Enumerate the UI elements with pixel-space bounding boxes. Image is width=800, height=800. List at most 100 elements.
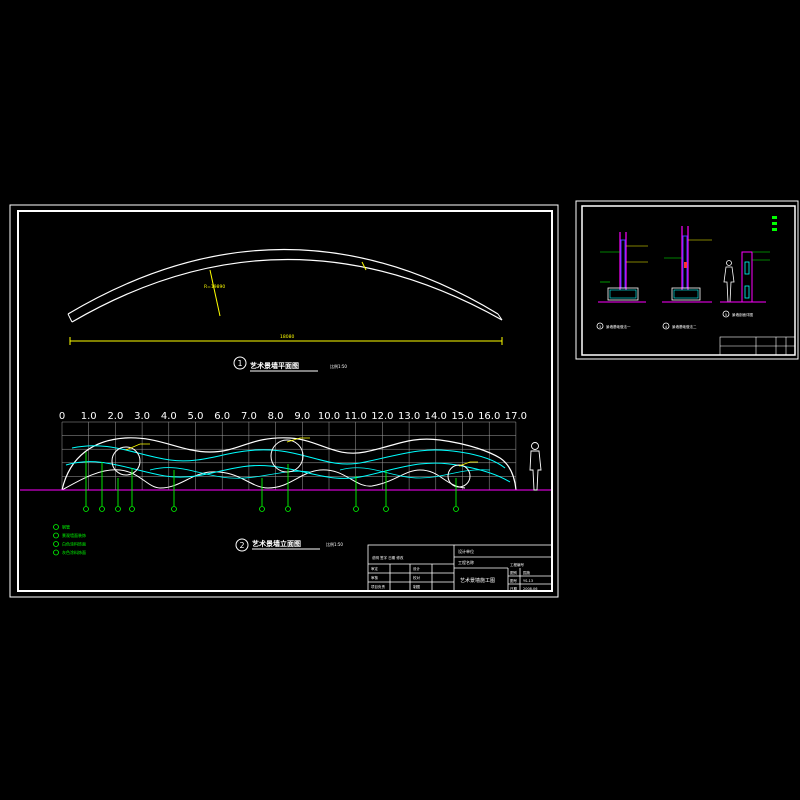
grid-label: 5.0: [188, 411, 204, 422]
material-leader-marker: [171, 506, 177, 512]
grid-label: 11.0: [345, 411, 367, 422]
plan-radius-leader: [209, 269, 221, 317]
title-block-value: 2008.06: [523, 587, 537, 591]
legend-item: 钢管: [62, 524, 70, 530]
detail-1-index: 3: [599, 325, 601, 329]
plan-arc-outer: [67, 248, 499, 315]
plan-title: 艺术景墙平面图: [250, 361, 299, 370]
grid-label: 6.0: [214, 411, 230, 422]
material-leader-marker: [383, 506, 389, 512]
foundation-detail-2: [662, 226, 712, 330]
grid-label: 15.0: [451, 411, 473, 422]
title-block-cell: 制图: [413, 584, 421, 589]
plan-scale-text: 比例1:50: [330, 363, 347, 369]
detail-sheet-outer-frame: [575, 200, 799, 360]
legend-item: 灰色涂料饰面: [62, 549, 86, 555]
material-leader-marker: [83, 506, 89, 512]
title-block-cell: 校对: [413, 575, 421, 580]
grid-label: 8.0: [268, 411, 284, 422]
material-leader-marker: [115, 506, 121, 512]
elevation-scale-text: 比例1:50: [326, 541, 343, 547]
grid-label: 3.0: [134, 411, 150, 422]
legend-item: 景观墙面装饰: [62, 532, 86, 538]
title-block-cell: 项目负责: [371, 584, 385, 589]
title-block-drawing-title: 艺术景墙施工图: [460, 577, 495, 584]
material-leader-marker: [453, 506, 459, 512]
main-sheet-outer-frame: [9, 204, 559, 598]
plan-dim-tick: [361, 261, 367, 271]
wall-top-outline: [61, 437, 517, 491]
title-block-stamp: 工程编号: [510, 562, 524, 567]
grid-label: 4.0: [161, 411, 177, 422]
detail-2-index: 4: [665, 325, 668, 329]
legend-item: 白色涂料饰面: [62, 541, 86, 547]
title-block-value: YS-13: [523, 579, 533, 583]
material-leader-marker: [129, 506, 135, 512]
grid-label: 14.0: [425, 411, 447, 422]
plan-radius-label: R=19890: [204, 284, 225, 290]
title-block-design-unit: 设计单位: [458, 548, 474, 554]
detail-3-title: 景墙剖面详图: [732, 312, 753, 317]
material-leader-marker: [285, 506, 291, 512]
human-scale-figure: [529, 442, 542, 491]
plan-view: R=19890 18080 1 艺术景墙平面图 比例1:50: [67, 248, 503, 372]
elevation-grid-lines: [61, 421, 517, 491]
title-block-key: 日期: [510, 586, 518, 591]
grid-label: 2.0: [107, 411, 123, 422]
wall-opening-circle-3: [447, 464, 471, 488]
title-block-top-row: 说明 签字 日期 修改: [372, 555, 404, 560]
wall-opening-circle-1: [111, 446, 141, 476]
detail-2-title: 景墙基础做法二: [672, 324, 697, 329]
grid-label: 17.0: [505, 411, 527, 422]
annotation-mark-2: [286, 437, 310, 443]
detail-sheet-inner-frame: [581, 205, 796, 356]
material-leader-marker: [99, 506, 105, 512]
grid-label: 16.0: [478, 411, 500, 422]
elevation-title-index: 2: [239, 541, 244, 550]
plan-arc-left-end: [67, 313, 73, 323]
grid-label: 9.0: [294, 411, 310, 422]
material-leader-marker: [259, 506, 265, 512]
main-sheet-inner-frame: [17, 210, 553, 592]
title-block-key: 图号: [510, 578, 518, 583]
grid-label: 7.0: [241, 411, 257, 422]
grid-label: 12.0: [371, 411, 393, 422]
grid-label: 0: [59, 411, 65, 422]
title-block-cell: 审核: [371, 575, 379, 580]
grid-label: 13.0: [398, 411, 420, 422]
legend-marker: [53, 532, 59, 539]
wave-line-cyan-4: [339, 467, 491, 479]
grid-label: 1.0: [81, 411, 97, 422]
wall-opening-circle-2: [270, 439, 304, 473]
detail-3-index: 5: [725, 313, 727, 317]
material-leaders: [83, 452, 459, 512]
elevation-title-index-circle: [235, 538, 249, 552]
plan-title-index-circle: [233, 356, 247, 370]
legend-marker: [53, 524, 59, 530]
title-block-key: 图别: [510, 570, 518, 575]
main-sheet: R=19890 18080 1 艺术景墙平面图 比例1:50 0 1.0 2.0 3.…: [9, 204, 559, 598]
detail-title-block: [719, 336, 796, 356]
annotation-mark-3: [458, 461, 478, 467]
title-block-value: 园施: [523, 570, 531, 575]
plan-arc-right-end: [497, 313, 503, 321]
detail-sheet: 3 景墙基础做法一 4 景墙基础做法二: [575, 200, 799, 360]
title-block-cell: 审定: [371, 566, 379, 571]
plan-title-index: 1: [237, 359, 242, 368]
legend-marker: [53, 549, 59, 556]
detail-1-title: 景墙基础做法一: [606, 324, 631, 329]
annotation-mark-1: [125, 443, 150, 451]
wall-section-detail: [720, 216, 777, 318]
legend-marker: [53, 541, 59, 547]
title-block: [367, 544, 553, 592]
wave-line-cyan-2: [65, 461, 511, 483]
wall-bottom-scallops: [61, 469, 466, 491]
foundation-detail-1: [596, 232, 648, 330]
material-leader-marker: [353, 506, 359, 512]
title-block-project: 工程名称: [458, 559, 474, 565]
